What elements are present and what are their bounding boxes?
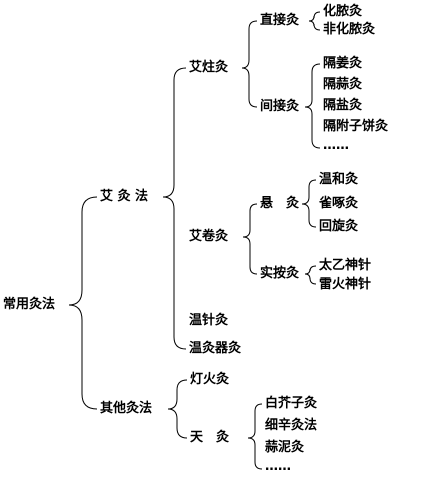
leaf-jianjie-4: …… [323,138,349,153]
brace-qita [167,379,188,439]
node-wenzhen: 温针灸 [189,313,229,328]
leaf-shian-1: 雷火神针 [319,277,372,292]
node-qita: 其他灸法 [100,401,153,416]
leaf-xuan-1: 雀啄灸 [319,196,359,211]
leaf-shian-0: 太乙神针 [319,258,372,273]
leaf-tian-0: 白芥子灸 [265,396,318,411]
leaf-tian-1: 细辛灸法 [265,418,318,433]
brace-xuan [301,179,317,228]
leaf-tian-2: 蒜泥灸 [265,440,305,455]
leaf-tian-3: …… [265,459,291,474]
brace-aijuan [242,203,258,275]
leaf-zhijie-1: 非化脓灸 [323,22,376,37]
node-xuan: 悬 灸 [260,196,300,211]
node-root: 常用灸法 [3,297,56,312]
node-jianjie: 间接灸 [260,99,300,114]
leaf-jianjie-1: 隔蒜灸 [323,77,363,92]
leaf-jianjie-2: 隔盐灸 [323,98,363,113]
brace-shian [304,265,317,285]
node-shian: 实按灸 [260,266,300,281]
brace-aijiu [162,67,187,350]
leaf-zhijie-0: 化脓灸 [323,4,363,19]
leaf-xuan-0: 温和灸 [319,172,359,187]
leaf-jianjie-0: 隔姜灸 [323,56,363,71]
node-aizhu: 艾炷灸 [189,60,229,75]
brace-zhijie [308,11,321,31]
node-tian: 天 灸 [190,430,230,445]
brace-aizhu [241,20,258,108]
node-wenjiuqi: 温灸器灸 [189,341,242,356]
leaf-jianjie-3: 隔附子饼灸 [323,119,389,134]
node-denghuo: 灯火灸 [190,372,230,387]
brace-jianjie [304,63,321,149]
node-zhijie: 直接灸 [260,13,300,28]
brace-tian [247,403,263,470]
brace-root [68,196,98,410]
leaf-xuan-2: 回旋灸 [319,219,359,234]
node-aijuan: 艾卷灸 [189,229,229,244]
node-aijiu: 艾 灸 法 [100,189,149,204]
